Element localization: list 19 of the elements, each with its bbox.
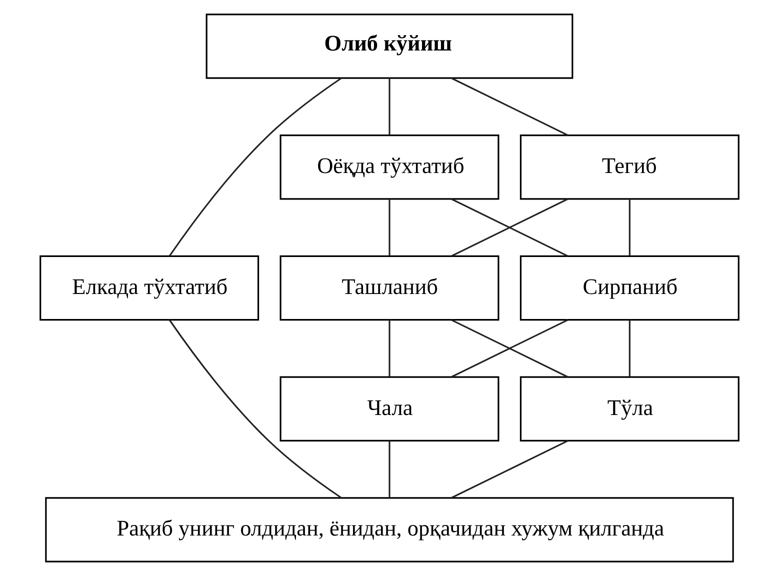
- connector: [388, 320, 390, 377]
- node-box: Тегиб: [520, 134, 740, 200]
- connector: [388, 440, 390, 498]
- connector: [628, 199, 630, 256]
- connector: [168, 78, 342, 256]
- node-box: Тўла: [520, 376, 740, 442]
- connector: [388, 199, 390, 256]
- node-box: Олиб кўйиш: [206, 14, 574, 79]
- connector: [628, 320, 630, 377]
- node-box: Елкада тўхтатиб: [40, 255, 260, 321]
- node-box: Рақиб унинг олдидан, ёнидан, орқачидан хужум қилганда: [45, 497, 734, 562]
- connector: [451, 77, 568, 136]
- connector: [168, 320, 342, 498]
- connector: [451, 440, 568, 498]
- node-box: Чала: [280, 376, 500, 442]
- node-box: Оёқда тўхтатиб: [280, 134, 500, 200]
- node-box: Ташланиб: [280, 255, 500, 321]
- node-box: Сирпаниб: [520, 255, 740, 321]
- connector: [388, 78, 390, 135]
